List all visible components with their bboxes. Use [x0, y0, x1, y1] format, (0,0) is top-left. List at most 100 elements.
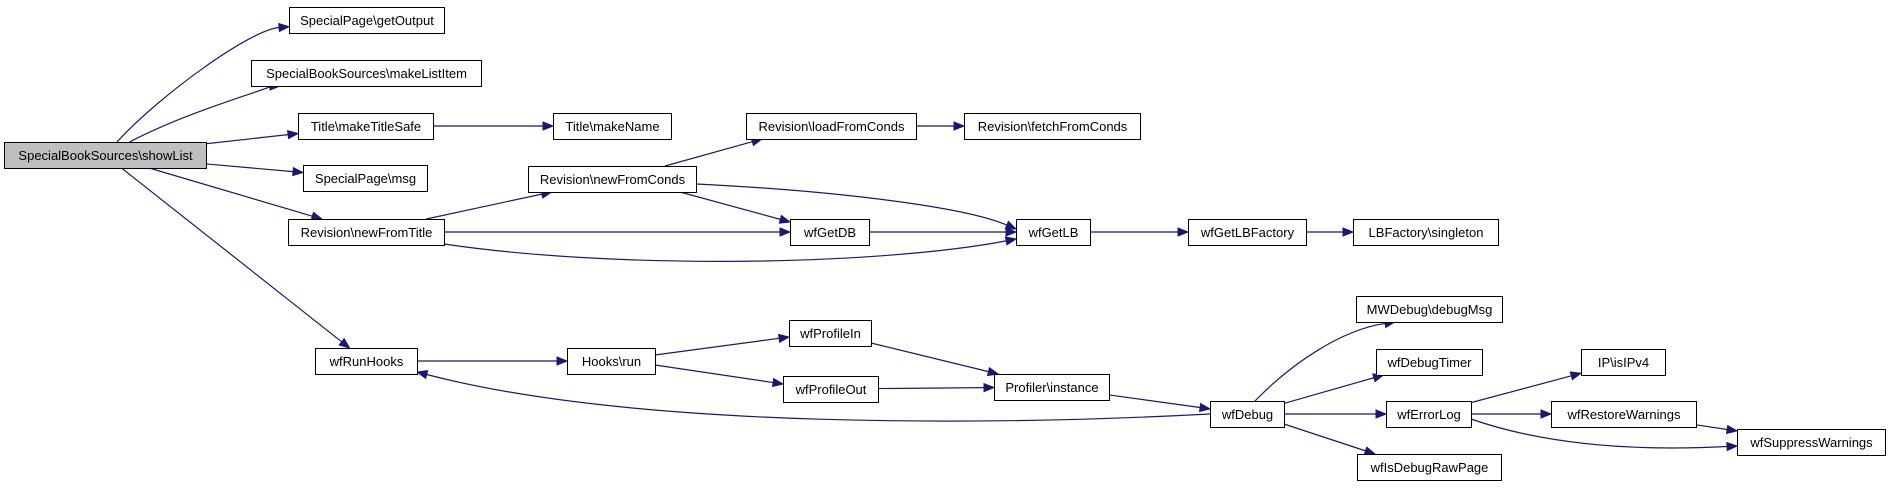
node-box[interactable]	[1356, 296, 1503, 323]
arrowhead	[983, 382, 996, 393]
edge-makeTitleSafe-to-makeName	[433, 121, 555, 131]
edge-line	[1695, 424, 1728, 431]
arrowhead	[1725, 424, 1739, 435]
node-wfDebugTimer[interactable]: wfDebugTimer	[1376, 349, 1483, 376]
edge-line	[1108, 394, 1201, 409]
edge-wfDebug-to-wfIsDebugRawPage	[1283, 423, 1377, 456]
node-wfSuppressWarnings[interactable]: wfSuppressWarnings	[1737, 429, 1886, 456]
edge-line	[116, 26, 280, 143]
node-label: SpecialPage\getOutput	[300, 13, 434, 28]
node-makeListItem[interactable]: SpecialBookSources\makeListItem	[251, 60, 482, 87]
node-hooksRun[interactable]: Hooks\run	[567, 348, 656, 375]
node-box[interactable]	[1386, 401, 1472, 428]
node-box[interactable]	[1357, 454, 1502, 481]
edge-hooksRun-to-wfProfileOut	[654, 364, 785, 388]
node-label: Revision\loadFromConds	[759, 119, 905, 134]
node-label: wfGetLB	[1028, 225, 1079, 240]
node-wfProfileIn[interactable]: wfProfileIn	[789, 320, 872, 347]
node-debugMsg[interactable]: MWDebug\debugMsg	[1356, 296, 1503, 323]
arrowhead	[1198, 402, 1212, 413]
node-label: wfRunHooks	[329, 354, 404, 369]
edge-line	[1470, 418, 1728, 449]
node-wfGetDB[interactable]: wfGetDB	[790, 219, 870, 246]
edge-line	[1283, 377, 1375, 405]
node-profilerInstance[interactable]: Profiler\instance	[994, 374, 1110, 401]
node-box[interactable]	[289, 7, 445, 34]
node-box[interactable]	[553, 113, 672, 140]
node-label: SpecialBookSources\showList	[18, 148, 193, 163]
node-box[interactable]	[1551, 401, 1697, 428]
arrowhead	[1540, 409, 1553, 419]
node-box[interactable]	[1210, 401, 1285, 428]
node-box[interactable]	[567, 348, 656, 375]
node-wfGetLBFactory[interactable]: wfGetLBFactory	[1188, 219, 1307, 246]
node-wfRunHooks[interactable]: wfRunHooks	[315, 348, 418, 375]
node-newFromConds[interactable]: Revision\newFromConds	[528, 166, 697, 193]
arrowhead	[1342, 227, 1355, 237]
edge-line	[426, 373, 1211, 422]
node-box[interactable]	[964, 113, 1141, 140]
node-makeName[interactable]: Title\makeName	[553, 113, 672, 140]
node-msg[interactable]: SpecialPage\msg	[303, 165, 428, 192]
node-label: Profiler\instance	[1005, 380, 1098, 395]
edge-wfErrorLog-to-isIPv4	[1470, 371, 1583, 404]
node-box[interactable]	[783, 376, 879, 403]
edge-newFromTitle-to-newFromConds	[426, 189, 553, 220]
node-box[interactable]	[298, 113, 434, 140]
node-box[interactable]	[746, 113, 917, 140]
node-box[interactable]	[1188, 219, 1307, 246]
node-box[interactable]	[528, 166, 697, 193]
edge-wfDebug-to-wfRunHooks	[415, 370, 1211, 422]
node-isIPv4[interactable]: IP\isIPv4	[1581, 349, 1666, 376]
node-getOutput[interactable]: SpecialPage\getOutput	[289, 7, 445, 34]
node-label: Hooks\run	[582, 354, 641, 369]
edge-wfDebug-to-wfDebugTimer	[1283, 373, 1385, 405]
arrowhead	[287, 129, 300, 140]
edge-loadFromConds-to-fetchFromConds	[916, 121, 966, 131]
node-box[interactable]	[789, 320, 872, 347]
edge-showList-to-newFromTitle	[148, 167, 324, 221]
node-box[interactable]	[251, 60, 482, 87]
node-wfIsDebugRawPage[interactable]: wfIsDebugRawPage	[1357, 454, 1502, 481]
node-box[interactable]	[790, 219, 870, 246]
edge-newFromConds-to-wfGetLB	[695, 183, 1018, 230]
edge-line	[121, 167, 343, 343]
node-label: wfRestoreWarnings	[1567, 407, 1681, 422]
node-wfProfileOut[interactable]: wfProfileOut	[783, 376, 879, 403]
node-makeTitleSafe[interactable]: Title\makeTitleSafe	[298, 113, 434, 140]
node-box[interactable]	[288, 219, 445, 246]
node-box[interactable]	[315, 348, 418, 375]
node-box[interactable]	[1376, 349, 1483, 376]
edge-line	[695, 183, 1008, 226]
edge-line	[205, 163, 294, 173]
node-box[interactable]	[1581, 349, 1666, 376]
edge-hooksRun-to-wfProfileIn	[654, 333, 791, 356]
node-label: wfProfileIn	[799, 326, 861, 341]
arrowhead	[1004, 236, 1018, 246]
arrowhead	[310, 211, 324, 221]
node-label: Title\makeName	[565, 119, 659, 134]
node-fetchFromConds[interactable]: Revision\fetchFromConds	[964, 113, 1141, 140]
node-singleton[interactable]: LBFactory\singleton	[1353, 219, 1499, 246]
edge-newFromConds-to-wfGetDB	[679, 191, 792, 224]
node-newFromTitle[interactable]: Revision\newFromTitle	[288, 219, 445, 246]
edge-wfDebug-to-debugMsg	[1254, 318, 1397, 402]
node-box[interactable]	[303, 165, 428, 192]
node-wfRestoreWarnings[interactable]: wfRestoreWarnings	[1551, 401, 1697, 428]
node-box[interactable]	[994, 374, 1110, 401]
node-loadFromConds[interactable]: Revision\loadFromConds	[746, 113, 917, 140]
node-label: wfErrorLog	[1396, 407, 1461, 422]
node-label: Title\makeTitleSafe	[311, 119, 421, 134]
edge-showList-to-makeTitleSafe	[205, 129, 300, 145]
node-label: wfDebug	[1221, 407, 1273, 422]
node-wfErrorLog[interactable]: wfErrorLog	[1386, 401, 1472, 428]
node-wfGetLB[interactable]: wfGetLB	[1016, 219, 1091, 246]
node-box[interactable]	[1737, 429, 1886, 456]
node-box[interactable]	[4, 142, 207, 169]
node-box[interactable]	[1353, 219, 1499, 246]
edge-line	[1283, 423, 1366, 452]
node-showList[interactable]: SpecialBookSources\showList	[4, 142, 207, 169]
node-wfDebug[interactable]: wfDebug	[1210, 401, 1285, 428]
node-label: Revision\fetchFromConds	[978, 119, 1128, 134]
node-box[interactable]	[1016, 219, 1091, 246]
